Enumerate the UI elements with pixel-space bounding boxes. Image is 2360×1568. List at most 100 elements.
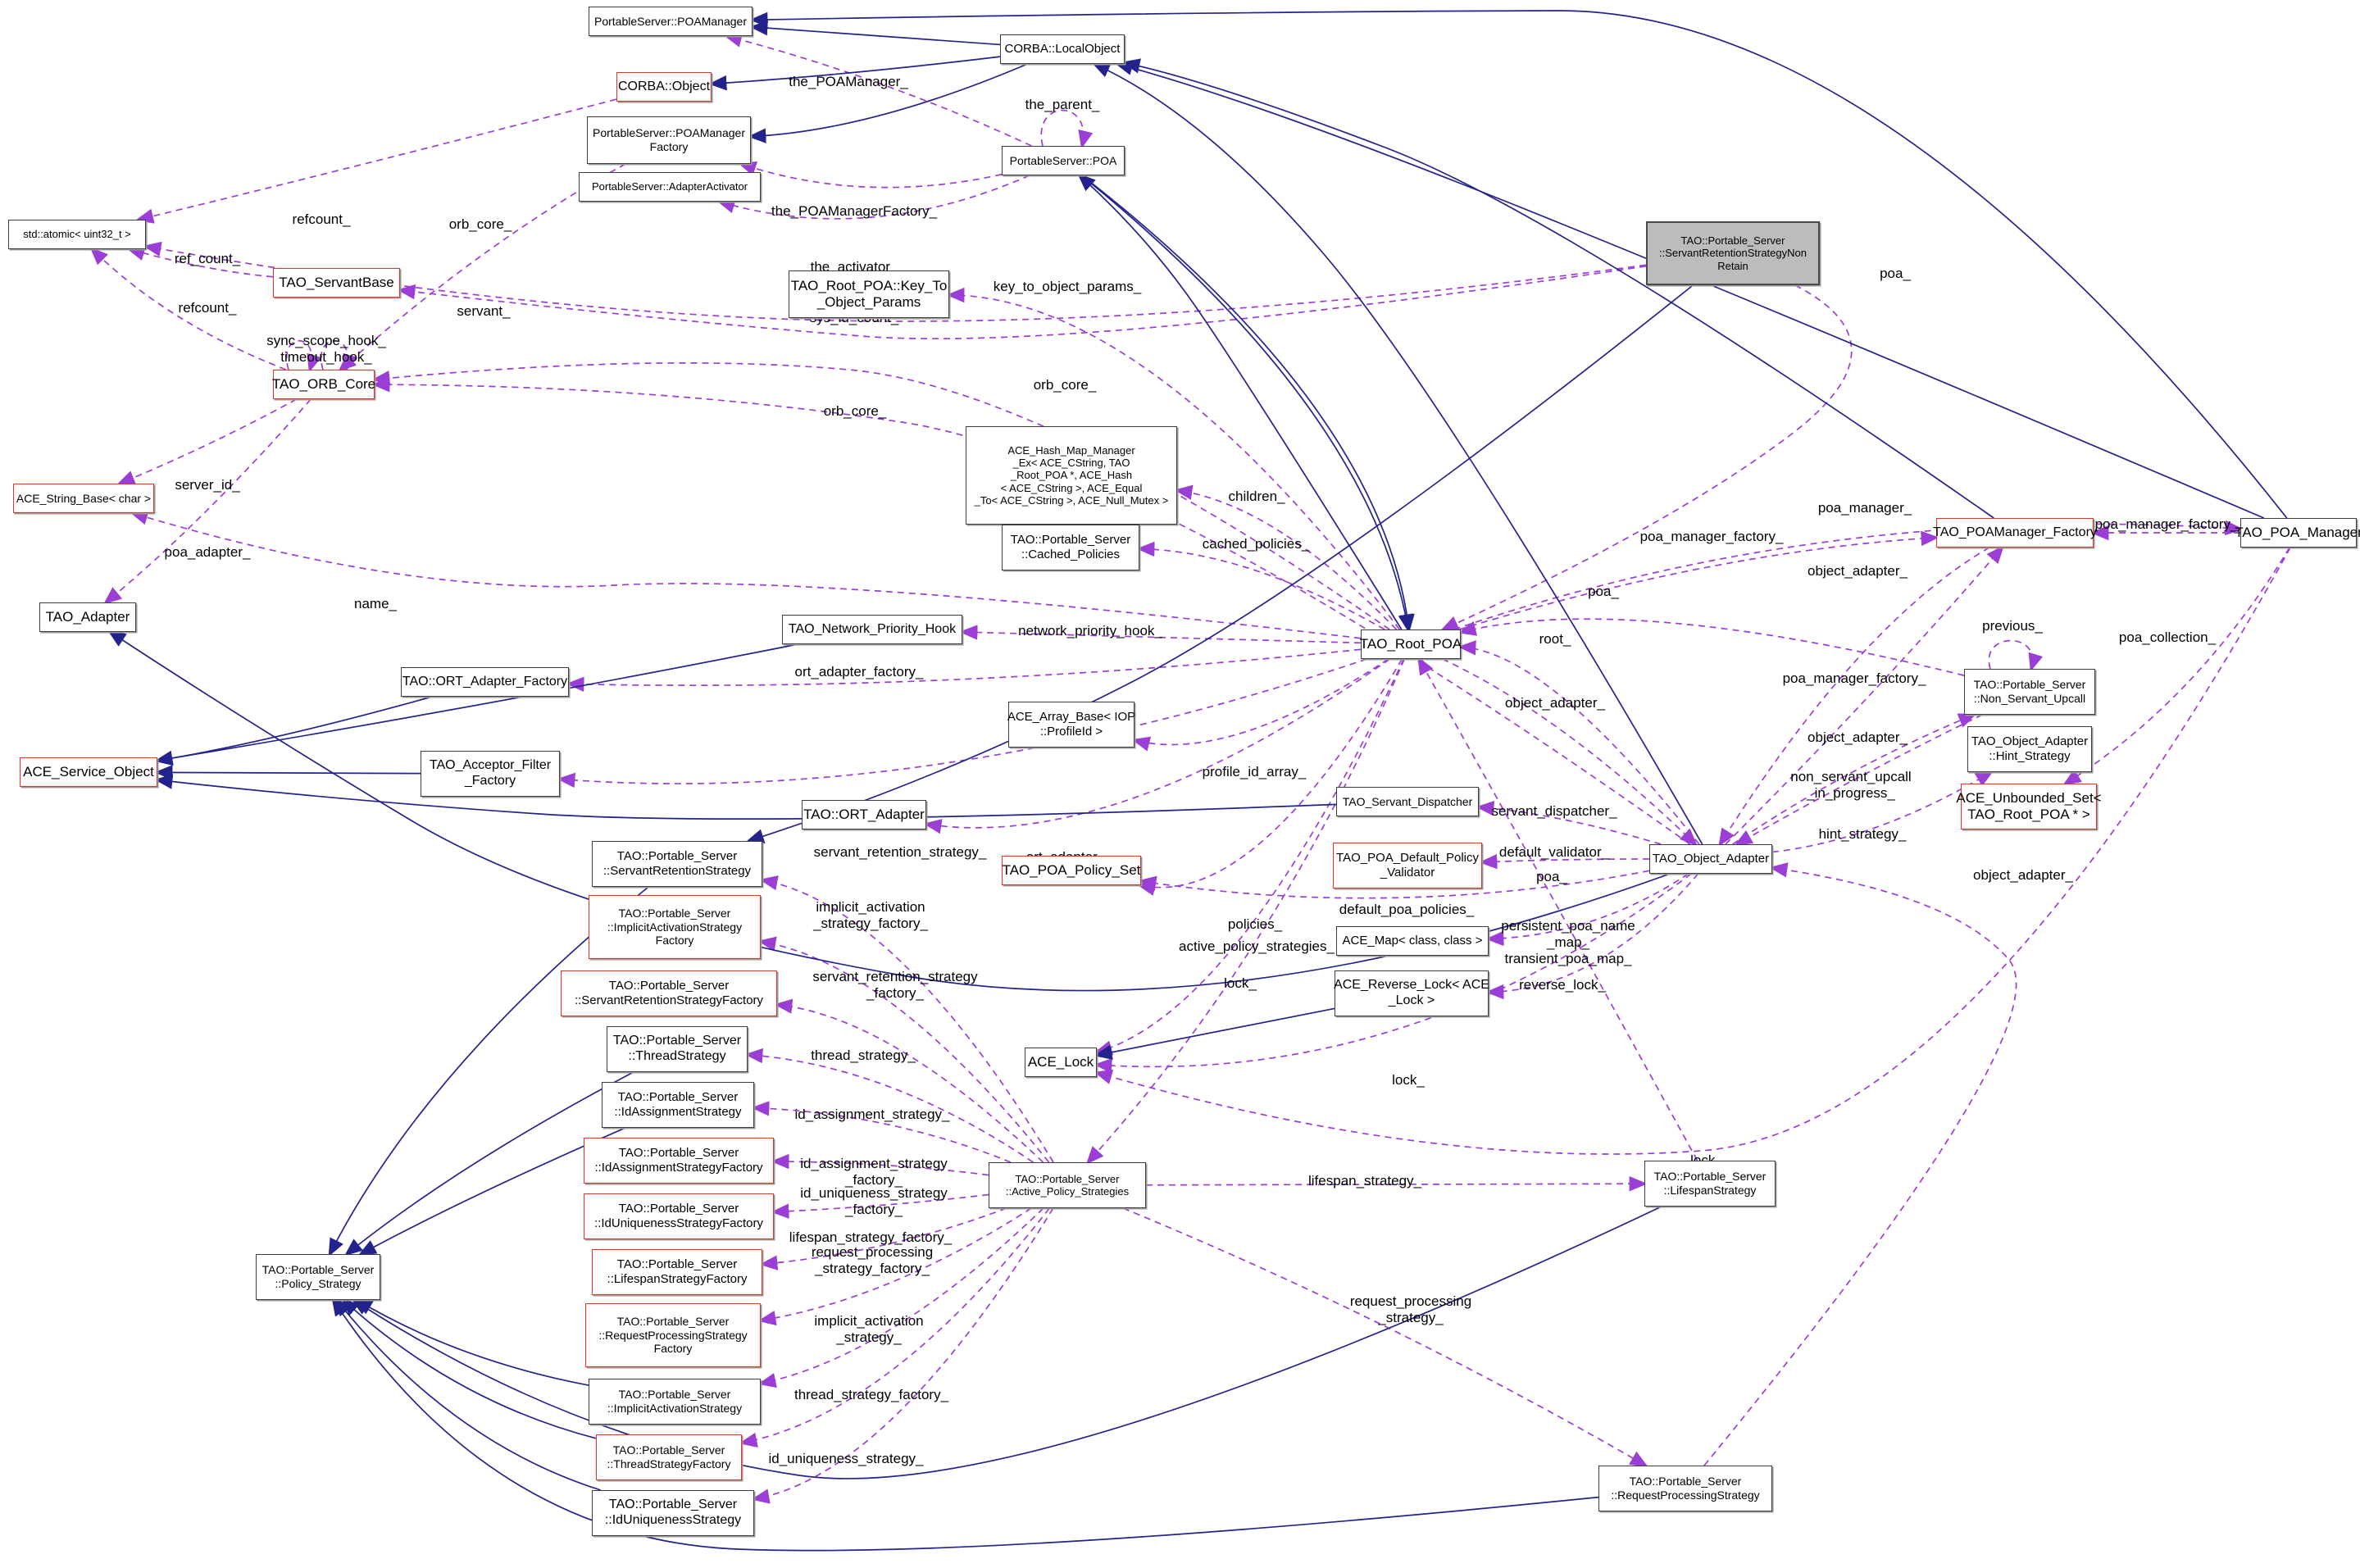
edge-oa-amap-member (1485, 873, 1689, 947)
edge-aps-iasf2-member (771, 1153, 989, 1176)
node-amap[interactable]: ACE_Map< class, class > (1336, 926, 1489, 956)
node-label: PortableServer::POAManager (594, 14, 747, 28)
node-oa[interactable]: TAO_Object_Adapter (1649, 844, 1772, 874)
node-ps[interactable]: TAO::Portable_Server::Policy_Strategy (256, 1254, 380, 1300)
node-pomgr[interactable]: TAO_POA_Manager (2235, 518, 2360, 548)
node-nph[interactable]: TAO_Network_Priority_Hook (782, 615, 962, 644)
node-ius[interactable]: TAO::Portable_Server::IdUniquenessStrate… (592, 1490, 754, 1536)
node-pm[interactable]: PortableServer::POAManager (589, 7, 753, 36)
node-label: _Factory (464, 774, 516, 788)
node-strb[interactable]: ACE_String_Base< char > (13, 484, 154, 513)
node-rps[interactable]: TAO::Portable_Server::RequestProcessingS… (1598, 1466, 1772, 1511)
edge-arl-alock-inherit (1094, 1007, 1335, 1060)
node-pset[interactable]: TAO_POA_Policy_Set (1002, 856, 1141, 885)
node-label: TAO::Portable_Server (617, 1090, 739, 1105)
edge-ortaf-aso-inherit (154, 696, 433, 766)
node-ias2[interactable]: TAO::Portable_Server::IdAssignmentStrate… (602, 1082, 754, 1128)
node-sd[interactable]: TAO_Servant_Dispatcher (1336, 787, 1479, 816)
node-label: TAO::ORT_Adapter (803, 806, 925, 822)
node-alock[interactable]: ACE_Lock (1025, 1048, 1097, 1077)
node-label: TAO::Portable_Server (1653, 1170, 1767, 1184)
edge-poa-pm-member (723, 32, 1032, 147)
edge-aps-iasf-member (757, 936, 1050, 1163)
edge-aps-ts-member (744, 1048, 1034, 1163)
edge-co-atomic-member (135, 98, 617, 224)
edge-aps-tsf-member (739, 1207, 1050, 1448)
node-label: ::Active_Policy_Strategies (1005, 1185, 1130, 1198)
node-ortaf[interactable]: TAO::ORT_Adapter_Factory (401, 667, 569, 697)
node-label: ::RequestProcessingStrategy (1611, 1488, 1760, 1502)
edge-rootpoa-ort-member (923, 658, 1390, 834)
node-srs[interactable]: TAO::Portable_Server::ServantRetentionSt… (592, 841, 762, 887)
node-keyto[interactable]: TAO_Root_POA::Key_To_Object_Params (789, 270, 949, 318)
node-aps[interactable]: TAO::Portable_Server::Active_Policy_Stra… (989, 1162, 1146, 1208)
node-ls[interactable]: TAO::Portable_Server::LifespanStrategy (1644, 1161, 1776, 1207)
node-label: ::Cached_Policies (1021, 548, 1121, 561)
edge-aps-ius-member (751, 1207, 1054, 1504)
node-orb[interactable]: TAO_ORB_Core (272, 370, 375, 399)
node-label: TAO::Portable_Server (1629, 1475, 1742, 1488)
edge-aps-rpsf-member (757, 1207, 1032, 1326)
node-iusf[interactable]: TAO::Portable_Server::IdUniquenessStrate… (584, 1193, 774, 1239)
edge-rootpoa-arr-member (1131, 658, 1389, 752)
node-label: TAO::Portable_Server (618, 1146, 739, 1161)
node-label: ::ImplicitActivationStrategy (607, 1402, 743, 1415)
node-label: CORBA::LocalObject (1004, 42, 1121, 57)
node-co[interactable]: CORBA::Object (616, 72, 712, 102)
node-label: TAO::Portable_Server (1010, 533, 1131, 548)
node-label: ::ImplicitActivationStrategy (607, 920, 743, 934)
edge-rootpoa-aps-member (1085, 658, 1406, 1165)
node-dpv[interactable]: TAO_POA_Default_Policy_Validator (1333, 843, 1482, 889)
node-adapter[interactable]: TAO_Adapter (39, 602, 136, 632)
node-aso[interactable]: ACE_Service_Object (20, 757, 157, 787)
node-label: TAO::Portable_Server (261, 1263, 375, 1277)
edge-aff-aso-inherit (154, 765, 421, 780)
node-rpsf[interactable]: TAO::Portable_Server::RequestProcessingS… (585, 1303, 761, 1367)
node-ort[interactable]: TAO::ORT_Adapter (802, 800, 926, 829)
edge-poa-poa-member (1040, 109, 1094, 149)
edge-pomgr-lo-inherit (1114, 60, 2265, 519)
node-label: ACE_Hash_Map_Manager (1007, 443, 1135, 457)
node-nsu[interactable]: TAO::Portable_Server::Non_Servant_Upcall (1964, 669, 2095, 715)
node-ts[interactable]: TAO::Portable_Server::ThreadStrategy (607, 1026, 748, 1072)
node-lsf[interactable]: TAO::Portable_Server::LifespanStrategyFa… (592, 1249, 762, 1295)
edge-nph-aso-inherit (154, 643, 798, 766)
node-hs[interactable]: TAO_Object_Adapter::Hint_Strategy (1967, 726, 2092, 772)
node-tsf[interactable]: TAO::Portable_Server::ThreadStrategyFact… (596, 1434, 742, 1480)
node-label: ACE_Lock (1027, 1053, 1094, 1070)
node-label: TAO_Object_Adapter (1652, 852, 1770, 866)
edge-oa-orb-member (371, 376, 1691, 845)
node-lo[interactable]: CORBA::LocalObject (1000, 34, 1125, 64)
edge-oa-arl-member (1485, 873, 1699, 1000)
node-pmfac[interactable]: TAO_POAManager_Factory (1933, 518, 2097, 548)
node-sb[interactable]: TAO_ServantBase (273, 268, 400, 298)
node-label: TAO_POA_Manager (2235, 524, 2360, 540)
node-atomic[interactable]: std::atomic< uint32_t > (8, 220, 146, 249)
edge-poa-rootpoa-inherit (1081, 175, 1415, 633)
node-cached[interactable]: TAO::Portable_Server::Cached_Policies (1002, 525, 1139, 570)
node-arl[interactable]: ACE_Reverse_Lock< ACE_Lock > (1334, 970, 1489, 1016)
node-label: TAO::Portable_Server (618, 1388, 731, 1402)
node-label: TAO_Network_Priority_Hook (788, 621, 957, 636)
node-srsf[interactable]: TAO::Portable_Server::ServantRetentionSt… (561, 970, 777, 1016)
node-iasf[interactable]: TAO::Portable_Server::ImplicitActivation… (589, 895, 761, 959)
node-hashmap[interactable]: ACE_Hash_Map_Manager_Ex< ACE_CString, TA… (966, 426, 1177, 525)
edge-rootpoa-aff-member (557, 658, 1367, 789)
node-label: PortableServer::POA (1009, 153, 1117, 167)
node-aa[interactable]: PortableServer::AdapterActivator (579, 172, 761, 202)
node-label: TAO::Portable_Server (612, 1443, 725, 1457)
node-arr[interactable]: ACE_Array_Base< IOP::ProfileId > (1007, 702, 1135, 748)
node-label: ::Policy_Strategy (275, 1277, 362, 1290)
node-label: TAO_Root_POA::Key_To (790, 277, 948, 293)
node-label: < ACE_CString >, ACE_Equal (1000, 481, 1143, 494)
node-ias3[interactable]: TAO::Portable_Server::ImplicitActivation… (589, 1379, 761, 1425)
node-aus[interactable]: ACE_Unbounded_Set<TAO_Root_POA * > (1956, 784, 2102, 829)
node-label: TAO::Portable_Server (1015, 1172, 1120, 1185)
edge-rootpoa-alock-member (1094, 658, 1405, 1056)
node-poa[interactable]: PortableServer::POA (1002, 146, 1125, 175)
node-iasf2[interactable]: TAO::Portable_Server::IdAssignmentStrate… (584, 1138, 774, 1184)
node-rootpoa[interactable]: TAO_Root_POA (1360, 629, 1462, 659)
node-aff[interactable]: TAO_Acceptor_Filter_Factory (421, 751, 560, 797)
node-label: Factory (653, 1342, 693, 1356)
